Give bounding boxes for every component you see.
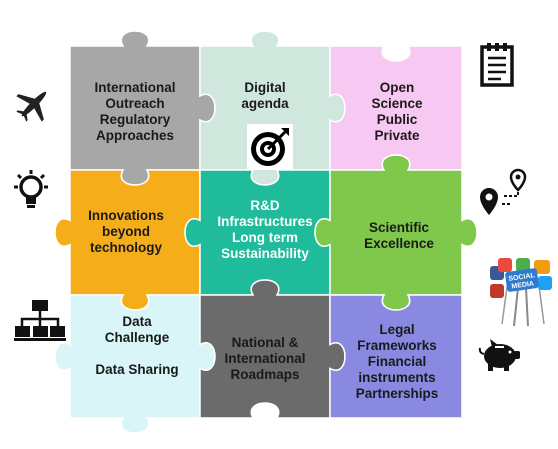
route-icon [480, 168, 527, 215]
label-rd-infrastructures: R&D Infrastructures Long term Sustainabi… [217, 198, 313, 261]
label-scientific-excellence: Scientific Excellence [364, 220, 434, 251]
label-legal-frameworks: Legal Frameworks Financial instruments P… [355, 322, 439, 401]
label-digital-agenda: Digital agenda [241, 80, 289, 111]
document-icon [480, 43, 514, 87]
label-open-science: Open Science Public Private [371, 80, 423, 143]
airplane-icon [16, 91, 47, 122]
social-media-icon: SOCIAL MEDIA [490, 258, 552, 326]
lightbulb-icon [14, 170, 48, 208]
target-icon [247, 124, 293, 170]
piggy-bank-icon [478, 339, 520, 371]
label-national-roadmaps: National & International Roadmaps [224, 335, 306, 382]
network-icon [14, 300, 66, 341]
social-media-sign-line1: SOCIAL [508, 272, 536, 283]
label-international-outreach: International Outreach Regulatory Approa… [94, 80, 176, 143]
label-data-challenge: Data Challenge Data Sharing [95, 314, 179, 377]
label-innovations: Innovations beyond technology [88, 208, 164, 255]
puzzle-piece-legal-frameworks [329, 294, 463, 419]
social-media-sign-line2: MEDIA [511, 280, 534, 290]
